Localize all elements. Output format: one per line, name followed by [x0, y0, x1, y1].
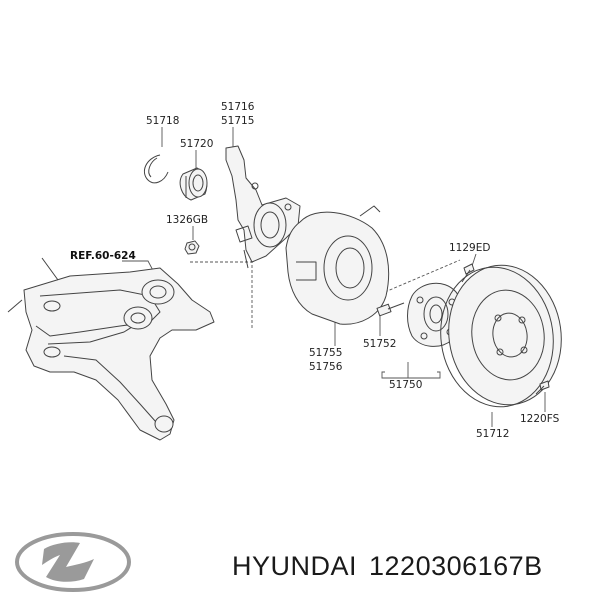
- hub-bolt-51752: [376, 302, 405, 317]
- label-51715: 51715: [221, 115, 254, 127]
- label-51716: 51716: [221, 101, 255, 113]
- label-51720: 51720: [180, 138, 213, 150]
- subframe-lower-arm: [7, 257, 215, 441]
- nut-1326gb: [184, 240, 200, 255]
- label-51750: 51750: [389, 379, 422, 391]
- label-51718: 51718: [146, 115, 179, 127]
- label-51756: 51756: [309, 361, 343, 373]
- brand-part-caption: HYUNDAI 1220306167B: [232, 551, 555, 582]
- label-51755: 51755: [309, 347, 342, 359]
- label-1326gb: 1326GB: [166, 214, 208, 226]
- wheel-bearing-51720: [179, 167, 208, 201]
- dust-cover-51755: [285, 205, 390, 325]
- brand-name: HYUNDAI: [232, 551, 358, 581]
- part-number: 1220306167B: [369, 551, 543, 581]
- leader-lines: [122, 127, 546, 427]
- label-1129ed: 1129ED: [449, 242, 490, 254]
- hyundai-logo: [15, 532, 131, 592]
- snap-ring-51718: [144, 154, 169, 184]
- screw-1220fs: [535, 380, 550, 395]
- label-ref-60-624: REF.60-624: [70, 250, 136, 262]
- steering-knuckle-51715: [225, 145, 301, 269]
- label-1220fs: 1220FS: [520, 413, 560, 425]
- label-51712: 51712: [476, 428, 509, 440]
- brake-disc-51712: [440, 264, 562, 408]
- label-51752: 51752: [363, 338, 396, 350]
